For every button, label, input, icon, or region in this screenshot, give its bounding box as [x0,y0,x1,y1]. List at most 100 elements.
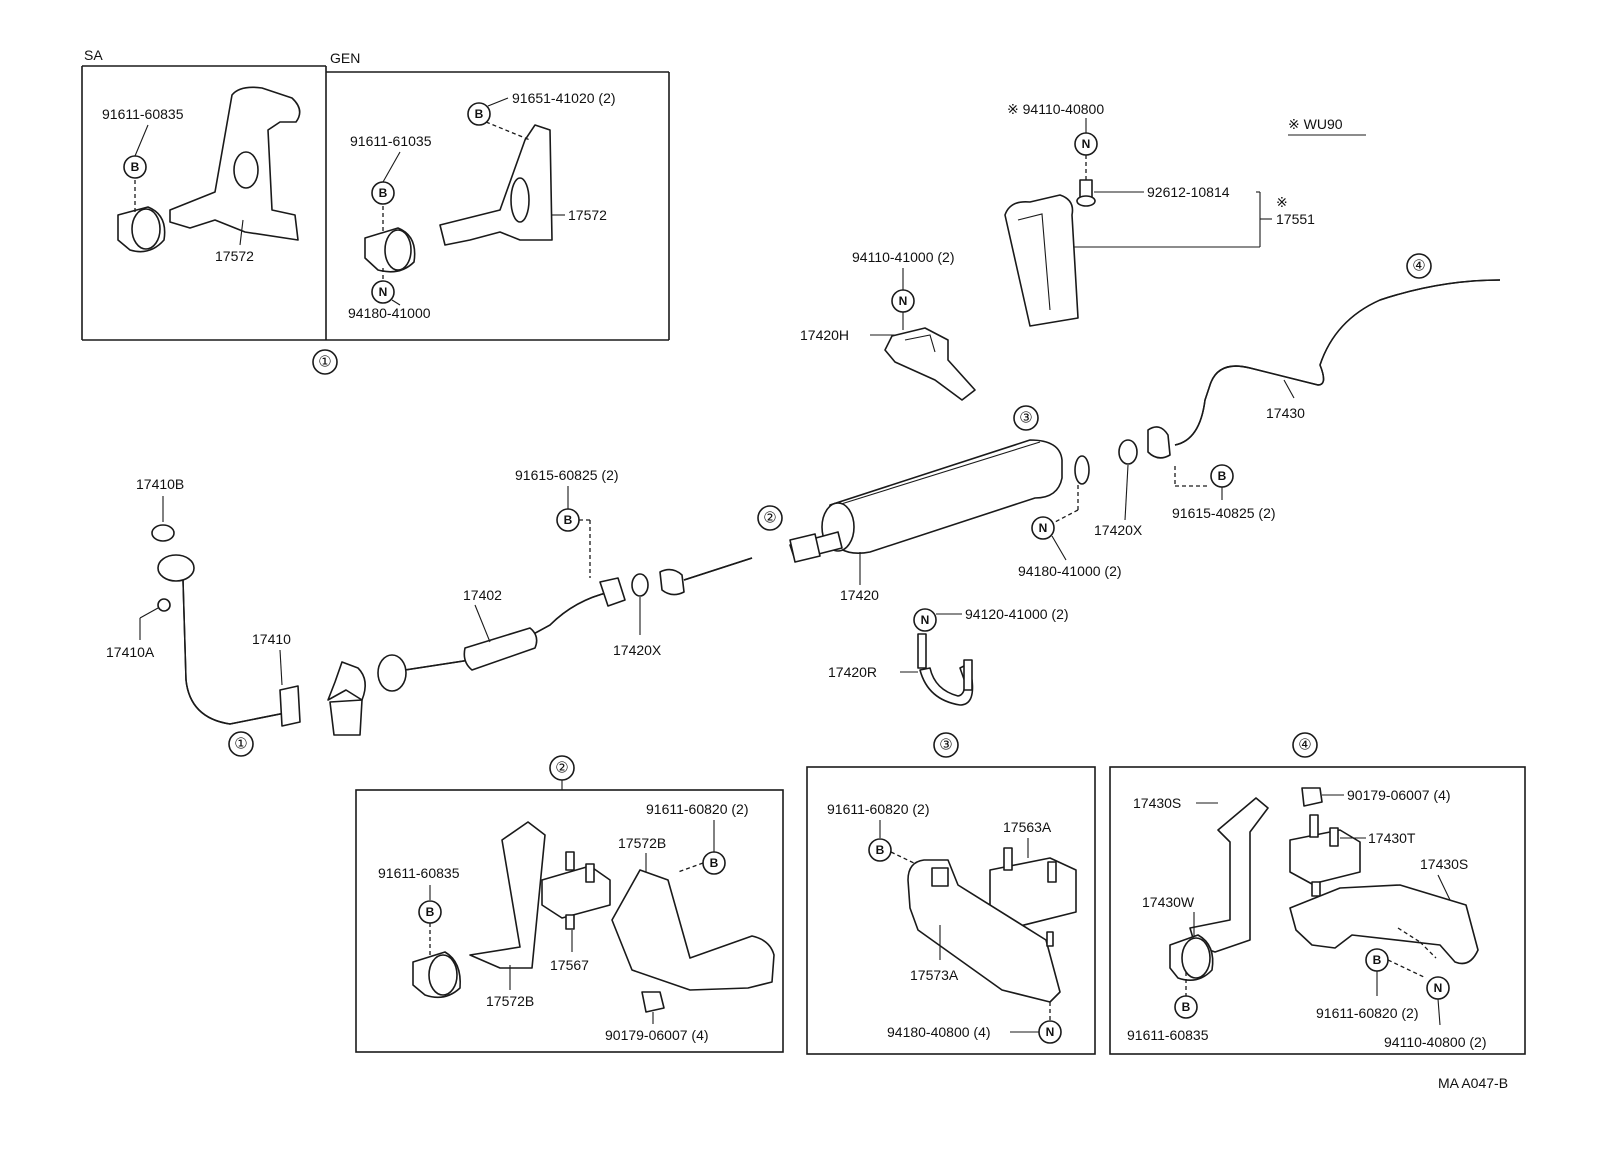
hanger-stud [963,659,973,691]
callout-4-panel-number: ④ [1298,737,1311,754]
part-d2-91611-60835: 91611-60835 [378,865,460,881]
tailpipe-17430 [1174,279,1501,446]
part-d4-17430T: 17430T [1368,830,1416,846]
bracket-hole [233,151,259,189]
mount-17430T [1289,829,1361,885]
bracket-17572B-left [469,821,546,969]
bolt-letter: B [379,186,388,200]
part-94120-41000: 94120-41000 (2) [965,606,1069,622]
bolt-letter: B [426,905,435,919]
part-17430: 17430 [1266,405,1305,421]
bracket-17572B-right [611,869,775,991]
part-d4-17430S-right: 17430S [1420,856,1468,872]
bracket-17430S-right [1289,884,1479,965]
center-pipe-17402-group: 17402 91615-60825 (2) B 17420X ② [377,467,783,692]
callout-2-main-number: ② [763,510,776,527]
part-17551: 17551 [1276,211,1315,227]
nut-letter: N [1039,521,1048,535]
front-pipe-17410 [182,579,291,725]
callout-4-main-number: ④ [1412,258,1425,275]
nut-letter: N [379,285,388,299]
hanger-stud [917,633,927,669]
part-d4-91611-60835: 91611-60835 [1127,1027,1209,1043]
bolt-letter: B [475,107,484,121]
mount-stud [1329,827,1339,847]
bolt-letter: B [876,843,885,857]
pipe-inlet-flange [157,554,195,582]
front-pipe-17410-group: 17410B 17410A 17410 ① [106,476,366,757]
part-d4-17430S-top: 17430S [1133,795,1181,811]
nut-letter: N [899,294,908,308]
bolt-letter: B [1182,1000,1191,1014]
nut-letter: N [1082,137,1091,151]
nut-17410A [157,598,171,612]
callout-3-main [1013,405,1039,431]
part-17410A: 17410A [106,644,155,660]
clamp-opening [1181,937,1211,979]
part-91651-41020: 91651-41020 (2) [512,90,616,106]
part-17420: 17420 [840,587,879,603]
mount-stud [1047,861,1057,883]
hanger-17420H [884,327,976,401]
center-pipe-resonator [463,627,538,671]
bolt-letter: B [1218,469,1227,483]
mount-stud [1311,881,1321,897]
bolt-symbol [1174,995,1198,1019]
callout-1-main [228,731,254,757]
callout-3-main-number: ③ [1019,410,1032,427]
detail-panel-4: ④ 90179-06007 (4) 17430S 17430T 17430S 1… [1109,732,1526,1055]
part-94110-40800-star: ※ 94110-40800 [1007,101,1104,117]
nut-symbol [1031,516,1055,540]
bracket-block [931,867,949,887]
stud-head [1076,195,1096,207]
bolt-letter: B [564,513,573,527]
pipe-bracket-base [329,699,363,736]
part-d2-17567: 17567 [550,957,589,973]
bracket-17551 [1004,194,1079,327]
nut-letter: N [1046,1025,1055,1039]
muffler-outlet-flange [1074,455,1090,485]
nut-letter: N [1434,981,1443,995]
part-d4-17430W: 17430W [1142,894,1195,910]
callout-4-panel [1292,732,1318,758]
bolt-letter: B [1373,953,1382,967]
hanger-17420H-group: 94110-41000 (2) N 17420H [800,249,976,401]
part-d2-91611-60820: 91611-60820 (2) [646,801,748,817]
part-94110-41000: 94110-41000 (2) [852,249,954,265]
part-d3-94180-40800: 94180-40800 (4) [887,1024,991,1040]
detail-panel-1: SA GEN B 91611-60835 17572 B 91611-61035… [81,47,670,375]
part-17410B: 17410B [136,476,184,492]
part-94180-41000-2: 94180-41000 (2) [1018,563,1122,579]
clamp-opening [428,954,458,996]
part-17420H: 17420H [800,327,849,343]
bolt-symbol [868,838,892,862]
callout-4-main [1406,253,1432,279]
callout-1-panel [312,349,338,375]
muffler-17420-group: ③ 17420 N 94180-41000 (2) [789,405,1122,603]
clamp-opening [131,208,161,250]
center-pipe-outlet-flange [599,577,626,607]
part-94180-41000-gen: 94180-41000 [348,305,431,321]
part-d4-94110-40800: 94110-40800 (2) [1384,1034,1486,1050]
gasket-17420X-left [631,573,649,597]
part-91615-40825: 91615-40825 (2) [1172,505,1276,521]
inlet-clamp [789,533,821,563]
part-91611-60835-sa: 91611-60835 [102,106,184,122]
hanger-17420R-group: N 94120-41000 (2) 17420R [828,606,1069,706]
callout-3-panel [933,732,959,758]
part-17572-gen: 17572 [568,207,607,223]
mount-stud [1003,847,1013,871]
part-17420X-left: 17420X [613,642,662,658]
callout-1-main-number: ① [234,736,247,753]
callout-1-panel-number: ① [318,354,331,371]
part-d4-90179-06007: 90179-06007 (4) [1347,787,1451,803]
part-d4-91611-60820: 91611-60820 (2) [1316,1005,1418,1021]
part-d2-90179-06007: 90179-06007 (4) [605,1027,709,1043]
part-91611-61035: 91611-61035 [350,133,432,149]
gasket-17410B [151,524,175,542]
label-gen: GEN [330,50,360,66]
gasket-17420X [1118,439,1138,465]
part-d2-17572B-top: 17572B [618,835,666,851]
